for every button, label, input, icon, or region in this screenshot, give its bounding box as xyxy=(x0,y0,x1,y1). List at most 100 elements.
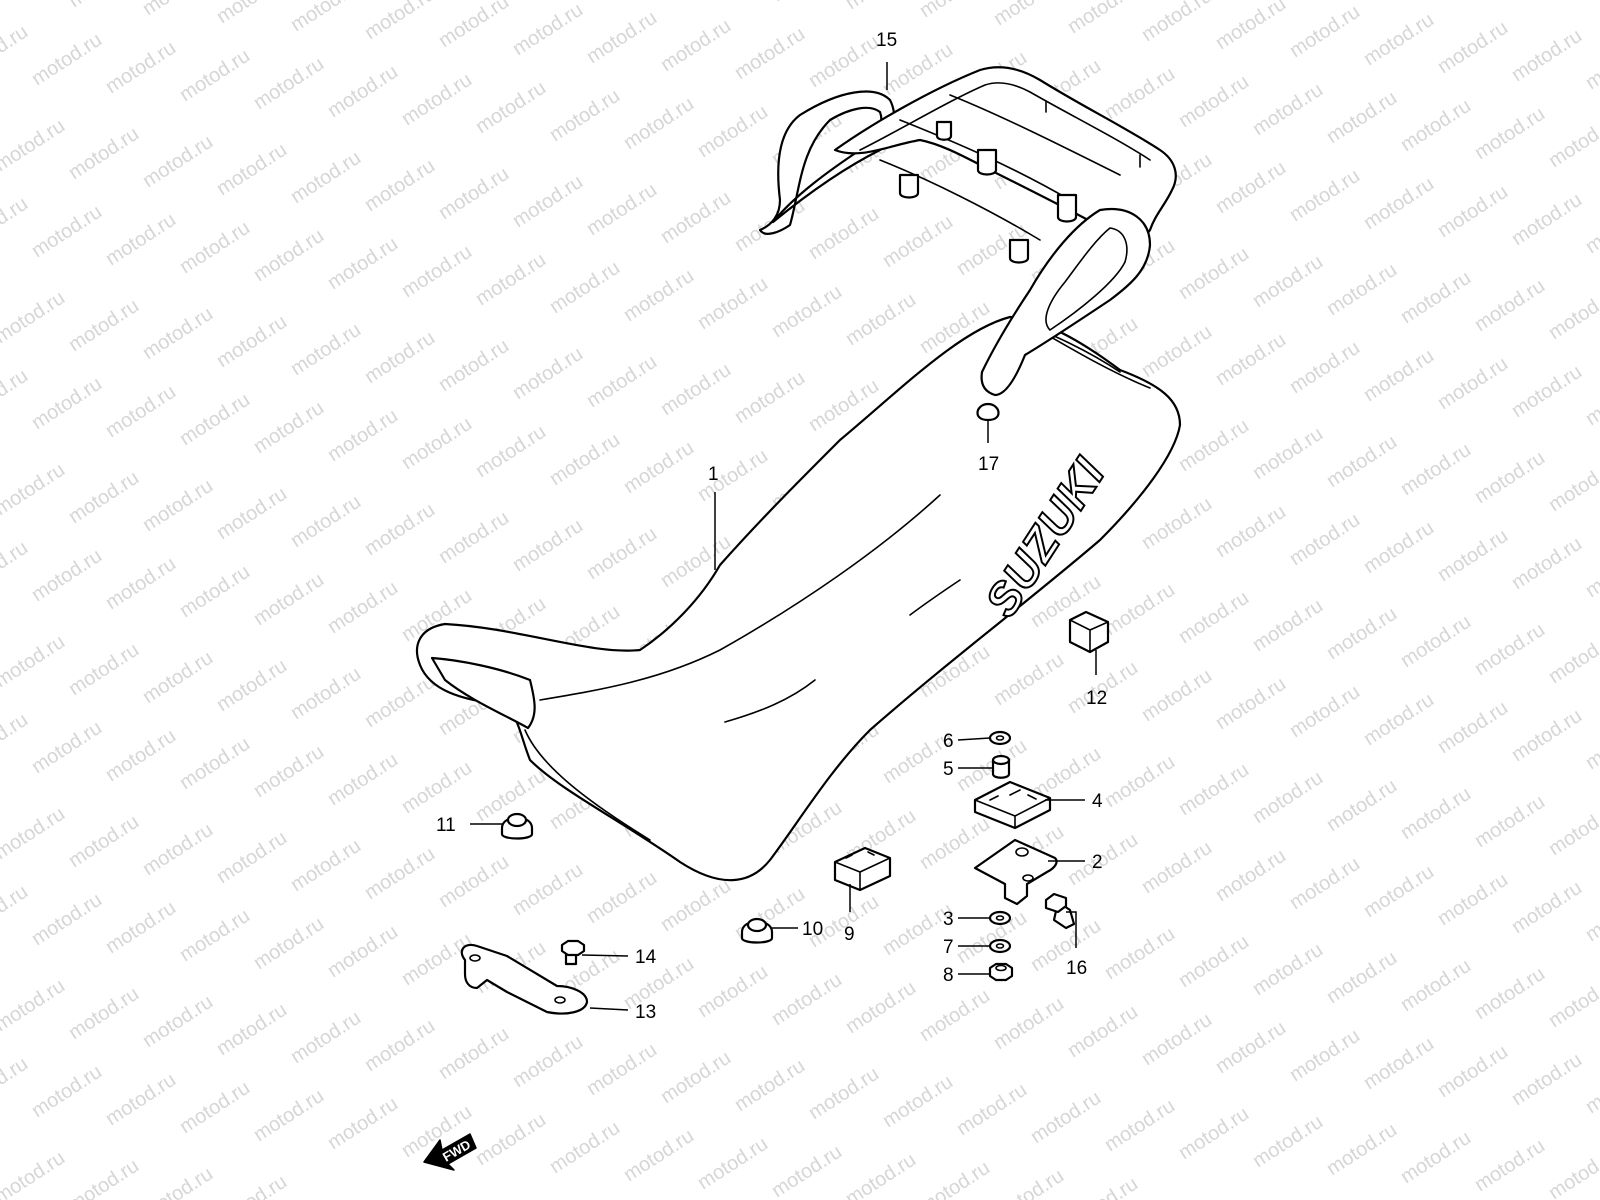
watermark-text: motod.ru xyxy=(0,1053,32,1114)
watermark-text: motod.ru xyxy=(213,827,291,888)
watermark-text: motod.ru xyxy=(361,1015,439,1076)
callout-14: 14 xyxy=(635,947,657,968)
watermark-text: motod.ru xyxy=(176,217,254,278)
watermark-text: motod.ru xyxy=(1249,767,1327,828)
watermark-text: motod.ru xyxy=(0,21,32,82)
watermark-text: motod.ru xyxy=(1360,689,1438,750)
callout-5: 5 xyxy=(943,759,954,780)
watermark-text: motod.ru xyxy=(213,1171,291,1200)
callout-1: 1 xyxy=(708,464,719,485)
watermark-text: motod.ru xyxy=(1027,1087,1105,1148)
watermark-text: motod.ru xyxy=(1249,595,1327,656)
watermark-text: motod.ru xyxy=(1249,1111,1327,1172)
watermark-text: motod.ru xyxy=(361,843,439,904)
damper-block-part-9 xyxy=(833,846,892,892)
watermark-text: motod.ru xyxy=(1397,439,1475,500)
watermark-text: motod.ru xyxy=(1138,665,1216,726)
callout-11: 11 xyxy=(436,815,456,836)
watermark-text: motod.ru xyxy=(250,1085,328,1146)
watermark-text: motod.ru xyxy=(1508,533,1586,594)
watermark-text: motod.ru xyxy=(1064,829,1142,890)
watermark-text: motod.ru xyxy=(731,23,809,84)
grab-rail-right-loop-inner xyxy=(1045,227,1128,331)
watermark-text: motod.ru xyxy=(990,993,1068,1054)
watermark-text: motod.ru xyxy=(102,209,180,270)
watermark-text: motod.ru xyxy=(1175,1103,1253,1164)
watermark-text: motod.ru xyxy=(435,851,513,912)
watermark-text: motod.ru xyxy=(1508,705,1586,766)
watermark-text: motod.ru xyxy=(65,639,143,700)
watermark-text: motod.ru xyxy=(472,77,550,138)
watermark-text: motod.ru xyxy=(65,123,143,184)
watermark-text: motod.ru xyxy=(213,655,291,716)
watermark-text: motod.ru xyxy=(28,889,106,950)
watermark-text: motod.ru xyxy=(324,1093,402,1154)
watermark-text: motod.ru xyxy=(620,1125,698,1186)
seat-contour-2 xyxy=(909,579,961,616)
watermark-text: motod.ru xyxy=(398,69,476,130)
callout-15: 15 xyxy=(876,30,897,51)
watermark-text: motod.ru xyxy=(1545,971,1600,1032)
watermark-text: motod.ru xyxy=(1471,1135,1549,1196)
watermark-text: motod.ru xyxy=(0,0,69,4)
grab-rail-frame xyxy=(833,66,1177,241)
damper-part-4 xyxy=(973,780,1052,830)
watermark-text: motod.ru xyxy=(1323,431,1401,492)
seat-contour-1 xyxy=(724,679,816,723)
watermark-text: motod.ru xyxy=(694,961,772,1022)
watermark-text: motod.ru xyxy=(1249,251,1327,312)
watermark-text: motod.ru xyxy=(287,835,365,896)
watermark-text: motod.ru xyxy=(1434,17,1512,78)
watermark-text: motod.ru xyxy=(102,1069,180,1130)
watermark-text: motod.ru xyxy=(620,93,698,154)
callout-12: 12 xyxy=(1086,688,1107,709)
watermark-text: motod.ru xyxy=(361,327,439,388)
bracket-part-2 xyxy=(973,838,1058,906)
watermark-text: motod.ru xyxy=(0,193,32,254)
watermark-text: motod.ru xyxy=(768,281,846,342)
watermark-text: motod.ru xyxy=(768,969,846,1030)
watermark-text: motod.ru xyxy=(1360,861,1438,922)
watermark-text: motod.ru xyxy=(102,725,180,786)
watermark-text: motod.ru xyxy=(1212,1017,1290,1078)
watermark-text: motod.ru xyxy=(435,507,513,568)
watermark-text: motod.ru xyxy=(990,0,1068,30)
seat-body xyxy=(415,315,1182,882)
watermark-text: motod.ru xyxy=(842,977,920,1038)
watermark-text: motod.ru xyxy=(1212,673,1290,734)
watermark-text: motod.ru xyxy=(842,1149,920,1200)
watermark-text: motod.ru xyxy=(28,1061,106,1122)
collar-part-5 xyxy=(991,754,1011,779)
watermark-text: motod.ru xyxy=(879,1071,957,1132)
callout-9: 9 xyxy=(844,924,855,945)
watermark-text: motod.ru xyxy=(1545,283,1600,344)
watermark-text: motod.ru xyxy=(509,859,587,920)
watermark-text: motod.ru xyxy=(509,515,587,576)
watermark-text: motod.ru xyxy=(916,985,994,1046)
watermark-text: motod.ru xyxy=(0,631,69,692)
watermark-text: motod.ru xyxy=(509,1031,587,1092)
watermark-text: motod.ru xyxy=(139,0,217,20)
watermark-text: motod.ru xyxy=(139,991,217,1052)
watermark-text: motod.ru xyxy=(287,0,365,36)
watermark-text: motod.ru xyxy=(0,115,69,176)
watermark-text: motod.ru xyxy=(287,1007,365,1068)
watermark-text: motod.ru xyxy=(1175,759,1253,820)
watermark-text: motod.ru xyxy=(1360,173,1438,234)
watermark-text: motod.ru xyxy=(1138,837,1216,898)
grab-rail-cross-bar-2 xyxy=(949,94,1121,176)
watermark-text: motod.ru xyxy=(0,287,69,348)
grab-rail-assembly xyxy=(758,66,1177,397)
watermark-text: motod.ru xyxy=(842,289,920,350)
callout-6: 6 xyxy=(943,731,954,752)
watermark-text: motod.ru xyxy=(472,1109,550,1170)
callout-7: 7 xyxy=(943,937,954,958)
watermark-text: motod.ru xyxy=(546,257,624,318)
watermark-text: motod.ru xyxy=(546,85,624,146)
leader-lines xyxy=(470,62,1097,1011)
watermark-text: motod.ru xyxy=(176,389,254,450)
watermark-text: motod.ru xyxy=(213,139,291,200)
watermark-text: motod.ru xyxy=(324,749,402,810)
watermark-text: motod.ru xyxy=(324,921,402,982)
